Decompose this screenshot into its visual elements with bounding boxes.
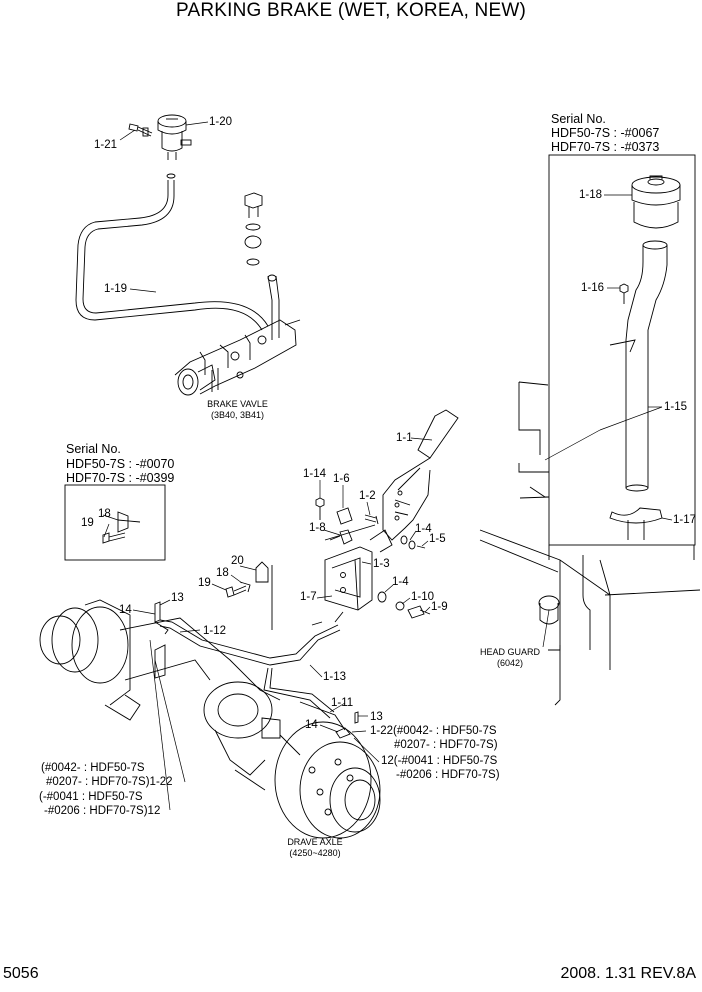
label-1-2: 1-2	[359, 490, 376, 502]
serial-box-left	[64, 484, 166, 561]
label-1-19: 1-19	[104, 283, 128, 295]
bolt-1-9-1-10	[377, 591, 431, 619]
serial-right-line1: HDF50-7S : -#0067	[551, 126, 660, 140]
caption-drive-axle: DRAVE AXLE	[287, 837, 343, 847]
label-1-21: 1-21	[94, 139, 118, 151]
serial-left-line1: HDF50-7S : -#0070	[66, 457, 175, 471]
label-20: 20	[231, 555, 244, 567]
label-18-box: 18	[98, 508, 111, 520]
label-12-right-2: -#0206 : HDF70-7S)	[396, 769, 500, 781]
valve-bolt-stack	[244, 192, 277, 282]
label-1-14: 1-14	[303, 468, 327, 480]
label-1-10: 1-10	[411, 591, 435, 603]
bolt-14-13-right	[335, 711, 359, 739]
label-1-15: 1-15	[664, 401, 688, 413]
label-1-4-lower: 1-4	[392, 576, 409, 588]
label-12-left-2: -#0206 : HDF70-7S)12	[44, 805, 161, 817]
label-12-right: 12(-#0041 : HDF50-7S	[381, 755, 498, 767]
caption-brake-valve-code: (3B40, 3B41)	[210, 410, 265, 420]
bolt-1-21	[128, 123, 153, 137]
label-1-22-right: 1-22(#0042- : HDF50-7S	[370, 725, 497, 737]
label-1-1: 1-1	[396, 432, 413, 444]
label-1-22-left: (#0042- : HDF50-7S	[41, 762, 145, 774]
pin-1-2	[364, 514, 379, 525]
caption-drive-axle-code: (4250~4280)	[289, 848, 341, 858]
bolt-1-8	[329, 529, 353, 545]
label-1-8: 1-8	[309, 522, 326, 534]
head-guard	[479, 381, 701, 706]
part-20	[255, 561, 273, 630]
bracket-1-3	[324, 524, 393, 611]
label-1-12: 1-12	[203, 625, 227, 637]
label-1-13: 1-13	[323, 671, 347, 683]
bolt-19-18	[225, 581, 251, 598]
serial-box-right	[548, 154, 696, 546]
label-1-22-right-2: #0207- : HDF70-7S)	[394, 739, 498, 751]
label-1-9: 1-9	[431, 601, 448, 613]
label-18: 18	[216, 567, 229, 579]
bolt-1-16	[619, 283, 629, 304]
leader-lines	[102, 121, 673, 811]
brake-valve	[174, 319, 301, 396]
label-1-5: 1-5	[429, 533, 446, 545]
label-1-16: 1-16	[581, 282, 605, 294]
hose-1-19	[75, 173, 280, 340]
label-1-3: 1-3	[373, 558, 390, 570]
revision-date: 2008. 1.31 REV.8A	[560, 965, 696, 982]
serial-right-heading: Serial No.	[551, 112, 606, 126]
label-14-right: 14	[305, 719, 318, 731]
label-19: 19	[198, 577, 211, 589]
label-1-22-left-2: #0207- : HDF70-7S)1-22	[46, 776, 173, 788]
bolt-14-13-left	[154, 601, 169, 635]
label-1-6: 1-6	[333, 473, 350, 485]
caption-head-guard: HEAD GUARD	[479, 647, 540, 657]
label-1-20: 1-20	[209, 116, 233, 128]
caption-brake-valve: BRAKE VAVLE	[207, 399, 268, 409]
label-1-7: 1-7	[300, 591, 317, 603]
label-1-17: 1-17	[673, 514, 697, 526]
label-1-4-upper: 1-4	[415, 523, 432, 535]
reservoir-tank	[157, 114, 192, 160]
drive-axle	[39, 599, 381, 839]
lever-1-1	[382, 409, 459, 541]
label-12-left: (-#0041 : HDF50-7S	[39, 791, 143, 803]
label-14-left: 14	[119, 604, 132, 616]
label-13-left: 13	[171, 592, 184, 604]
bolt-1-14	[315, 497, 325, 520]
serial-left-heading: Serial No.	[66, 442, 121, 456]
label-13-right: 13	[370, 711, 383, 723]
cable-1-12-1-13	[159, 611, 346, 731]
label-1-18: 1-18	[579, 189, 603, 201]
label-1-11: 1-11	[331, 697, 354, 709]
filler-pipe-1-15	[609, 240, 668, 492]
page-title: PARKING BRAKE (WET, KOREA, NEW)	[176, 0, 526, 21]
clamp-1-17	[609, 507, 663, 540]
serial-right-line2: HDF70-7S : -#0373	[551, 140, 660, 154]
caption-head-guard-code: (6042)	[496, 658, 523, 668]
label-19-box: 19	[81, 517, 94, 529]
page-number: 5056	[3, 965, 39, 982]
washer-1-4-1-5	[400, 535, 426, 550]
bracket-1-6	[336, 507, 353, 525]
filler-cap-1-18	[631, 175, 681, 229]
serial-left-line2: HDF70-7S : -#0399	[66, 471, 175, 485]
